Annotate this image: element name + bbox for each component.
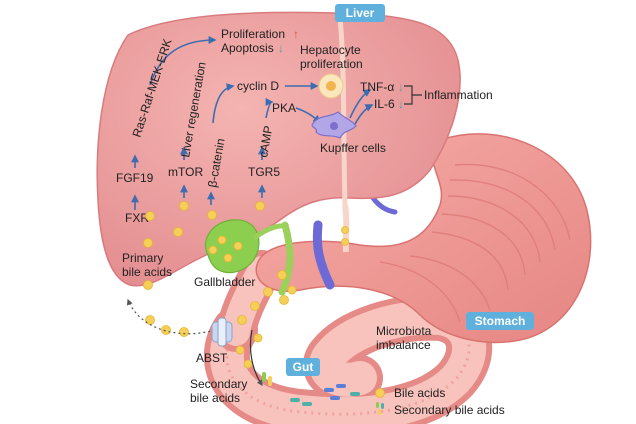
signal-arrows xyxy=(131,36,374,210)
proliferation-label: Proliferation xyxy=(221,27,285,41)
legend-secondary-swatch xyxy=(376,402,384,415)
inflammation-bracket xyxy=(404,85,422,105)
camp-label: cAMP xyxy=(256,125,275,159)
falciform-ligament xyxy=(337,17,348,206)
fgf19-label: FGF19 xyxy=(116,171,154,185)
hepatocyte-label-1: Hepatocyte xyxy=(300,43,361,57)
abst-transporter-icon xyxy=(211,317,233,347)
stomach-tag xyxy=(466,312,534,330)
apoptosis-down-arrow: ↓ xyxy=(278,41,284,55)
portal-vein xyxy=(312,220,335,290)
tgr5-label: TGR5 xyxy=(248,165,280,179)
pka-label: PKA xyxy=(272,101,296,115)
tnf-label: TNF-α xyxy=(360,80,394,94)
stomach-tag-label: Stomach xyxy=(475,314,526,328)
stomach xyxy=(255,133,592,344)
primary-bile-acids-label-2: bile acids xyxy=(122,265,172,279)
primary-bile-acids-label-1: Primary xyxy=(122,251,163,265)
secondary-bile-acids-label-2: bile acids xyxy=(190,391,240,405)
legend-secondary-label: Secondary bile acids xyxy=(394,403,505,417)
legend-bile-acid-swatch xyxy=(375,388,385,398)
liver-tag xyxy=(335,4,385,22)
bile-duct xyxy=(278,221,294,296)
gallbladder-label: Gallbladder xyxy=(194,275,255,289)
cyclin-d-label: cyclin D xyxy=(237,79,279,93)
gut-tag-label: Gut xyxy=(293,360,314,374)
hepatocyte-cell-icon xyxy=(318,73,344,99)
kupffer-cell-icon xyxy=(311,111,357,139)
legend: Bile acids Secondary bile acids xyxy=(375,386,505,417)
stomach-folds xyxy=(379,163,571,323)
gallbladder xyxy=(204,219,260,274)
hepatocyte-label-2: proliferation xyxy=(300,57,363,71)
mtor-label: mTOR xyxy=(168,165,203,179)
il6-down-arrow: ↓ xyxy=(398,97,404,111)
gut-tag xyxy=(286,358,320,376)
abst-label: ABST xyxy=(196,351,228,365)
bile-acid-dots xyxy=(143,201,349,369)
kupffer-label: Kupffer cells xyxy=(320,141,386,155)
microbiota-label-2: imbalance xyxy=(376,338,431,352)
apoptosis-label: Apoptosis xyxy=(221,41,274,55)
cystic-duct xyxy=(252,223,286,241)
fxr-label: FXR xyxy=(125,211,149,225)
gut-transit-arrow xyxy=(249,329,263,386)
tnf-down-arrow: ↓ xyxy=(398,80,404,94)
legend-bile-acids-label: Bile acids xyxy=(394,386,445,400)
abst-recycle-arrow xyxy=(127,298,216,335)
inflammation-label: Inflammation xyxy=(424,88,493,102)
secondary-bile-acids-label-1: Secondary xyxy=(190,377,247,391)
liver-tag-label: Liver xyxy=(346,6,375,20)
proliferation-up-arrow: ↑ xyxy=(293,27,299,41)
secondary-bile-acid-marks xyxy=(262,372,360,406)
microbiota-label-1: Microbiota xyxy=(376,324,432,338)
il6-label: IL-6 xyxy=(374,97,395,111)
